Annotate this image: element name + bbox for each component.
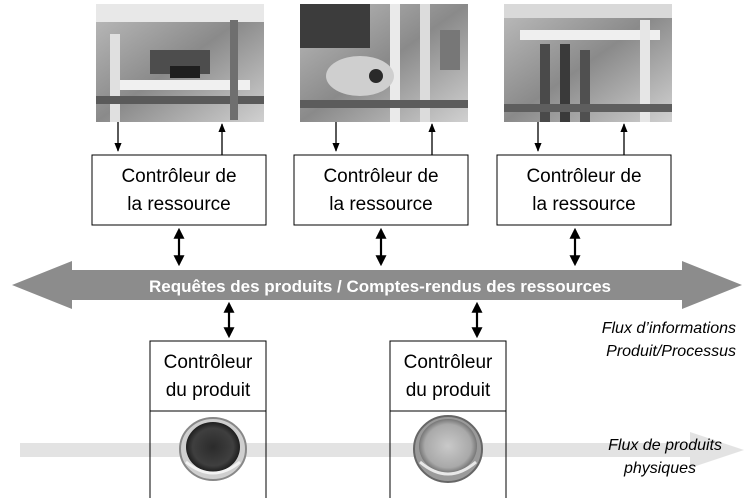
- machine-controller-arrows: [114, 122, 628, 155]
- product-controller-2-line2: du produit: [406, 380, 491, 401]
- resource-controller-2-line1: Contrôleur de: [323, 166, 438, 187]
- resource-controller-1-line2: la ressource: [127, 194, 231, 215]
- product-controller-2-line1: Contrôleur: [404, 352, 493, 373]
- info-band-label: Requêtes des produits / Comptes-rendus d…: [149, 277, 611, 296]
- resource-controller-1: Contrôleur de la ressource: [91, 154, 267, 226]
- resource-controller-3: Contrôleur de la ressource: [496, 154, 672, 226]
- product-controller-2: Contrôleur du produit: [389, 340, 507, 498]
- resource-controller-2: Contrôleur de la ressource: [293, 154, 469, 226]
- resource-controller-3-line2: la ressource: [532, 194, 636, 215]
- product-controller-1: Contrôleur du produit: [149, 340, 267, 498]
- product-controller-1-line2: du produit: [166, 380, 251, 401]
- resource-controller-3-line1: Contrôleur de: [526, 166, 641, 187]
- resource-controller-1-line1: Contrôleur de: [121, 166, 236, 187]
- info-flow-arrow: [12, 261, 742, 309]
- product-photo-dark: [179, 417, 247, 481]
- machine-photo-1: [96, 4, 264, 122]
- resource-controller-2-line2: la ressource: [329, 194, 433, 215]
- machine-photo-3: [504, 4, 672, 122]
- band-arrows: [173, 227, 581, 339]
- product-controller-1-line1: Contrôleur: [164, 352, 253, 373]
- machine-photo-2: [300, 4, 468, 122]
- info-flow-caption-line1: Flux d’informations: [602, 320, 736, 337]
- product-photo-light: [413, 415, 483, 483]
- product-flow-caption-line1: Flux de produits: [608, 437, 722, 454]
- product-flow-caption-line2: physiques: [623, 460, 696, 477]
- info-flow-caption-line2: Produit/Processus: [606, 343, 736, 360]
- product-flow-arrow: [20, 432, 744, 468]
